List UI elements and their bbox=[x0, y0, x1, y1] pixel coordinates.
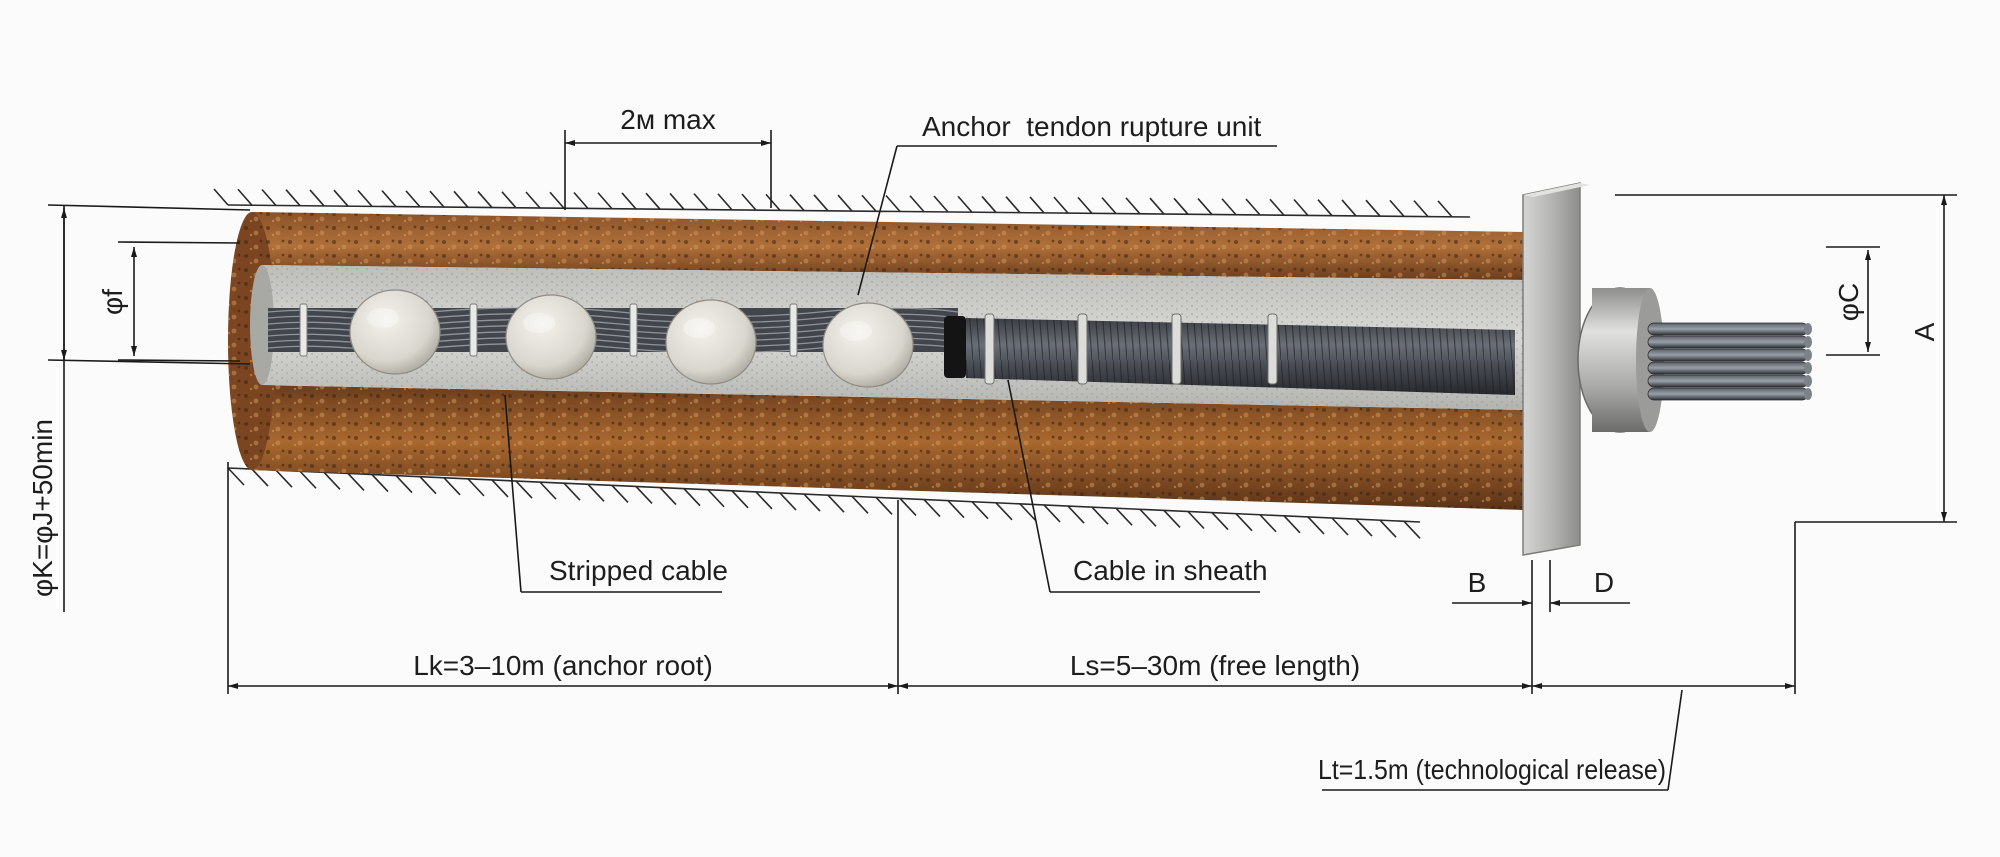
centralizers bbox=[349, 289, 914, 388]
stripped-cable-label: Stripped cable bbox=[549, 555, 728, 586]
dim-d-label: D bbox=[1594, 567, 1614, 598]
borehole-soil bbox=[228, 212, 1525, 510]
phi-c-label: φC bbox=[1833, 283, 1864, 321]
anchor-root-label: Lk=3–10m (anchor root) bbox=[413, 650, 713, 681]
dimension-lines bbox=[47, 130, 1957, 791]
dim-a-label: A bbox=[1909, 322, 1940, 341]
cable-in-sheath bbox=[944, 313, 1515, 395]
ground-hatching-top bbox=[213, 188, 1471, 218]
release-label: Lt=1.5m (technological release) bbox=[1318, 754, 1666, 785]
free-length-label: Ls=5–30m (free length) bbox=[1070, 650, 1360, 681]
anchor-head bbox=[1522, 182, 1812, 556]
rupture-unit-label: Anchor tendon rupture unit bbox=[922, 111, 1262, 142]
dim-b-label: B bbox=[1468, 567, 1487, 598]
cable-in-sheath-label: Cable in sheath bbox=[1073, 555, 1268, 586]
phi-f-label: φf bbox=[97, 289, 128, 315]
ground-hatching-bottom bbox=[227, 467, 1421, 539]
phi-k-label: φK=φJ+50min bbox=[27, 419, 58, 597]
spacing-label: 2м max bbox=[620, 104, 716, 135]
